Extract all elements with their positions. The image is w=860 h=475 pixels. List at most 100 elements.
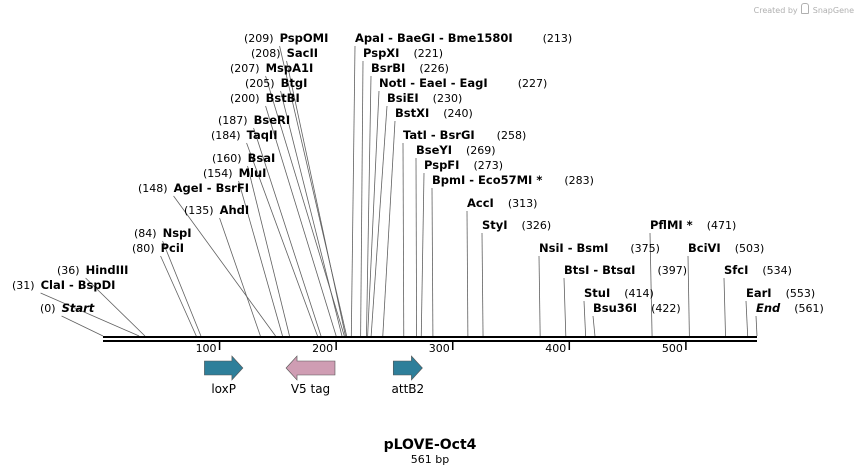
ruler-label-300: 300 <box>429 342 450 355</box>
site-name-stui: StuI <box>584 286 610 300</box>
leader-line-bsrbi <box>366 75 372 337</box>
site-name-noti: NotI - EaeI - EagI <box>379 76 488 90</box>
ruler-ticks: 100 200 300 400 500 <box>196 342 687 355</box>
site-position-ahdi: (135) <box>184 204 214 217</box>
leader-line-bcivi <box>687 255 690 337</box>
site-name-acci: AccI <box>467 196 494 210</box>
site-name-bpmi: BpmI - Eco57MI * <box>432 173 542 187</box>
site-position-bsu36i: (422) <box>651 302 681 315</box>
site-taqii: (184) TaqII <box>211 128 278 142</box>
site-position-taqii: (184) <box>211 129 241 142</box>
leader-line-clai <box>40 292 140 337</box>
site-position-bpmi: (283) <box>564 174 594 187</box>
site-position-nspi: (84) <box>134 227 157 240</box>
arrow-right-icon <box>392 355 423 381</box>
site-eari: (553) EarI <box>746 286 815 300</box>
leader-line-apai <box>350 45 356 337</box>
leader-line-pcii <box>160 255 197 337</box>
site-name-bseyi: BseYI <box>416 143 452 157</box>
leader-line-bsu36i <box>592 315 596 337</box>
site-tati: (258)TatI - BsrGI <box>403 128 526 142</box>
credit: Created by SnapGene <box>754 3 854 15</box>
site-position-acci: (313) <box>508 197 538 210</box>
leader-line-bstxi <box>382 120 396 337</box>
leader-line-nsii <box>538 255 541 337</box>
site-pspfi: (273)PspFI <box>424 158 503 172</box>
plasmid-length: 561 bp <box>411 453 449 466</box>
leader-line-ahdi <box>219 217 261 337</box>
site-name-mspa1i: MspA1I <box>266 61 314 75</box>
site-position-apai: (213) <box>543 32 573 45</box>
site-position-end: (561) <box>794 302 824 315</box>
leader-line-bpmi <box>431 187 434 337</box>
site-labels: (0)Start(31)ClaI - BspDI(36)HindIII(80)P… <box>12 31 824 315</box>
site-name-bsu36i: Bsu36I <box>593 301 637 315</box>
site-styi: (326)StyI <box>482 218 551 232</box>
site-position-bcivi: (503) <box>735 242 765 255</box>
site-position-mspa1i: (207) <box>230 62 260 75</box>
site-name-btgi: BtgI <box>281 76 308 90</box>
site-agei: (148) AgeI - BsrFI <box>138 181 249 195</box>
site-name-pspomi: PspOMI <box>280 31 329 45</box>
site-name-ahdi: AhdI <box>220 203 250 217</box>
sequence-backbone <box>103 336 757 342</box>
leader-line-tati <box>402 142 405 337</box>
credit-prefix: Created by <box>753 6 798 15</box>
site-sacii: (208)SacII <box>251 46 318 60</box>
ruler-label-400: 400 <box>545 342 566 355</box>
site-position-eari: (553) <box>786 287 816 300</box>
ruler-label-200: 200 <box>312 342 333 355</box>
ruler-label-100: 100 <box>196 342 217 355</box>
site-bseri: (187)BseRI <box>218 113 290 127</box>
site-bsai: (160)BsaI <box>212 151 275 165</box>
site-end: (561) End <box>756 301 824 315</box>
site-nsii: (375)NsiI - BsmI <box>539 241 660 255</box>
site-name-bsiei: BsiEI <box>387 91 419 105</box>
site-name-mlui: MluI <box>239 166 267 180</box>
snapgene-logo-icon <box>801 3 810 14</box>
leader-line-styi <box>481 232 484 337</box>
ruler-label-500: 500 <box>662 342 683 355</box>
site-position-agei: (148) <box>138 182 168 195</box>
leader-line-bseri <box>253 127 322 337</box>
site-name-pspfi: PspFI <box>424 158 459 172</box>
site-mspa1i: (207) MspA1I <box>230 61 313 75</box>
site-ahdi: (135) AhdI <box>184 203 249 217</box>
site-hindiii: (36)HindIII <box>57 263 128 277</box>
feature-label-loxp: loxP <box>211 382 236 396</box>
site-leader-lines <box>40 45 758 337</box>
site-position-btsi: (397) <box>657 264 687 277</box>
leader-line-pflmi <box>649 232 653 337</box>
feature-v5-tag: V5 tag <box>285 355 336 396</box>
leader-line-pspomi <box>279 45 348 337</box>
site-position-pcii: (80) <box>132 242 155 255</box>
site-name-styi: StyI <box>482 218 508 232</box>
site-name-taqii: TaqII <box>247 128 278 142</box>
site-btgi: (205)BtgI <box>245 76 307 90</box>
leader-line-nspi <box>162 240 202 337</box>
site-position-clai: (31) <box>12 279 35 292</box>
site-pcii: (80) PciI <box>132 241 184 255</box>
site-position-start: (0) <box>40 302 56 315</box>
site-name-agei: AgeI - BsrFI <box>174 181 249 195</box>
leader-line-hindiii <box>85 277 146 337</box>
site-pspxi: (221)PspXI <box>363 46 443 60</box>
site-name-pcii: PciI <box>161 241 184 255</box>
site-apai: (213)ApaI - BaeGI - Bme1580I <box>355 31 572 45</box>
site-name-nsii: NsiI - BsmI <box>539 241 608 255</box>
site-stui: (414)StuI <box>584 286 654 300</box>
site-name-end: End <box>756 301 781 315</box>
leader-line-bsai <box>247 165 290 337</box>
site-pspomi: (209)PspOMI <box>244 31 328 45</box>
site-position-bstbi: (200) <box>230 92 260 105</box>
leader-line-pspxi <box>360 60 364 337</box>
site-nspi: (84)NspI <box>134 226 192 240</box>
site-mlui: (154)MluI <box>203 166 266 180</box>
site-position-bsai: (160) <box>212 152 242 165</box>
leader-line-mlui <box>238 180 283 337</box>
site-position-tati: (258) <box>497 129 527 142</box>
feature-loxp: loxP <box>204 355 244 396</box>
site-name-eari: EarI <box>746 286 772 300</box>
site-name-clai: ClaI - BspDI <box>41 278 116 292</box>
